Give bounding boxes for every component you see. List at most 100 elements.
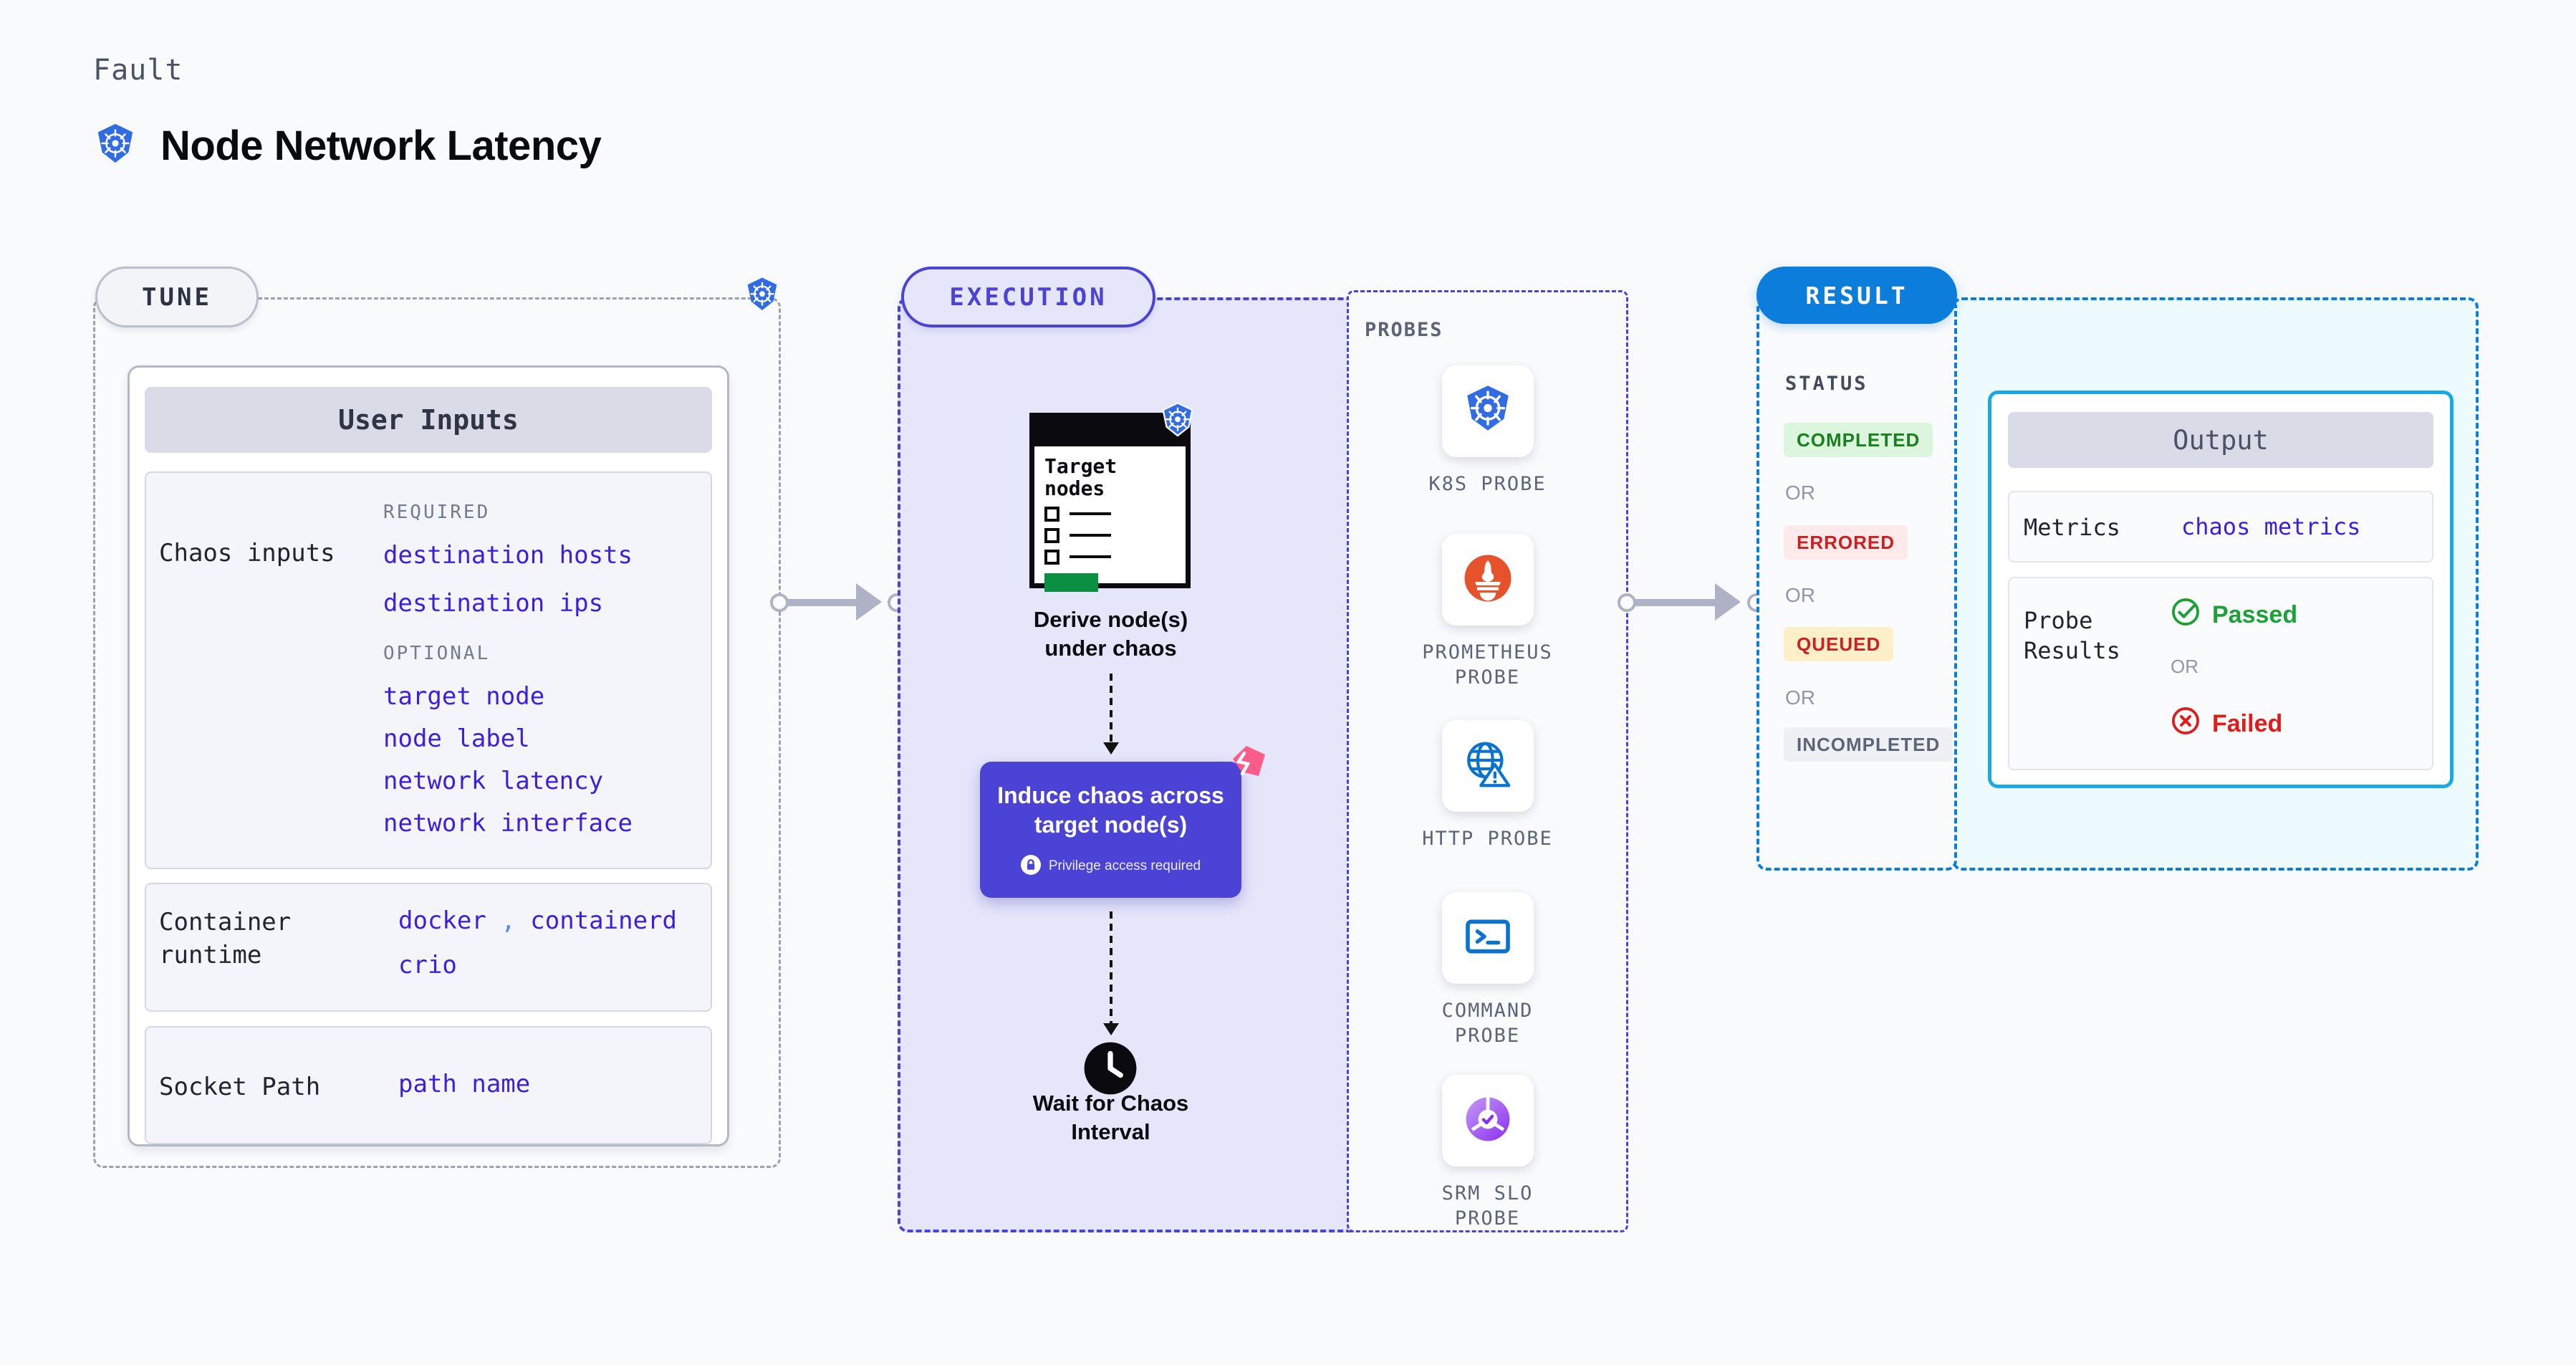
target-nodes-card: Target nodes (1029, 413, 1191, 592)
or-separator: OR (1785, 584, 1815, 606)
input-destination-hosts[interactable]: destination hosts (383, 541, 633, 570)
status-badge-errored: ERRORED (1784, 525, 1908, 560)
container-runtime-label: Container runtime (159, 908, 292, 969)
placeholder-line (1070, 534, 1111, 537)
probe-tile (1441, 365, 1534, 457)
chaos-inputs-section (145, 471, 712, 869)
fault-eyebrow-label: Fault (93, 54, 183, 87)
connector-line (1627, 599, 1727, 606)
probe-prometheus[interactable]: PROMETHEUS PROBE (1347, 534, 1628, 690)
lock-icon (1020, 854, 1041, 878)
page-title: Node Network Latency (160, 123, 602, 169)
socket-path-value[interactable]: path name (398, 1070, 531, 1098)
kubernetes-icon (1459, 381, 1517, 442)
status-badge-completed: COMPLETED (1784, 423, 1933, 457)
socket-path-section (145, 1026, 712, 1144)
result-stage-pill[interactable]: RESULT (1756, 267, 1957, 324)
container-runtime-section (145, 883, 712, 1012)
user-inputs-title: User Inputs (145, 387, 712, 453)
srm-slo-icon (1460, 1091, 1516, 1151)
probe-command[interactable]: COMMAND PROBE (1347, 892, 1628, 1048)
step-derive-nodes-label: Derive node(s) under chaos (1033, 607, 1188, 661)
flow-arrow-head (1103, 1023, 1119, 1035)
runtime-separator: , (501, 906, 516, 935)
probe-label: PROMETHEUS PROBE (1422, 641, 1553, 689)
probe-k8s[interactable]: K8S PROBE (1347, 365, 1628, 497)
input-network-interface[interactable]: network interface (383, 809, 633, 838)
induce-chaos-title: Induce chaos across target node(s) (997, 782, 1224, 838)
connector-line (779, 599, 869, 606)
input-network-latency[interactable]: network latency (383, 767, 604, 795)
terminal-icon (1460, 909, 1516, 968)
kubernetes-icon (1159, 401, 1196, 442)
or-separator: OR (1785, 686, 1815, 709)
probe-label: SRM SLO PROBE (1441, 1182, 1534, 1230)
metrics-row (2008, 491, 2433, 562)
status-badge-queued: QUEUED (1784, 627, 1894, 661)
checkbox-icon[interactable] (1044, 549, 1059, 565)
or-separator: OR (1785, 482, 1815, 504)
status-section-title: STATUS (1785, 373, 1868, 395)
input-target-node[interactable]: target node (383, 682, 545, 711)
input-destination-ips[interactable]: destination ips (383, 589, 604, 618)
metrics-label: Metrics (2024, 514, 2120, 541)
x-circle-icon (2171, 706, 2201, 742)
runtime-values-line1: docker , containerd (398, 906, 677, 935)
kubernetes-icon (93, 122, 138, 170)
connector-start-dot (770, 593, 789, 612)
privilege-note: Privilege access required (1020, 854, 1201, 878)
runtime-docker[interactable]: docker (398, 906, 486, 935)
result-panel (1756, 297, 1957, 871)
socket-path-label: Socket Path (159, 1073, 321, 1101)
probe-tile (1441, 720, 1534, 812)
probe-results-row (2008, 577, 2433, 770)
output-title: Output (2008, 412, 2433, 468)
probe-tile (1441, 534, 1534, 626)
required-heading: REQUIRED (383, 502, 491, 523)
connector-start-dot (1618, 593, 1636, 612)
prometheus-icon (1459, 550, 1517, 610)
probe-label: COMMAND PROBE (1441, 1000, 1534, 1048)
check-circle-icon (2171, 597, 2201, 633)
runtime-containerd[interactable]: containerd (530, 906, 677, 935)
probe-result-passed: Passed (2171, 597, 2297, 633)
probe-srm-slo[interactable]: SRM SLO PROBE (1347, 1075, 1628, 1231)
flow-arrow-head (1103, 742, 1119, 755)
status-badge-incompleted: INCOMPLETED (1784, 727, 1953, 762)
probe-tile (1441, 892, 1534, 984)
induce-chaos-step[interactable]: Induce chaos across target node(s) Privi… (980, 762, 1241, 898)
page-title-row: Node Network Latency (93, 122, 602, 170)
step-wait-interval-label: Wait for Chaos Interval (1032, 1091, 1189, 1144)
probe-label: HTTP PROBE (1422, 828, 1553, 850)
connector-tune-to-execution (770, 580, 906, 623)
http-globe-icon (1460, 737, 1516, 796)
clock-icon (1083, 1041, 1138, 1099)
progress-bar (1044, 573, 1098, 592)
checkbox-icon[interactable] (1044, 527, 1059, 543)
execution-stage-pill[interactable]: EXECUTION (901, 267, 1155, 327)
card-titlebar (1034, 418, 1186, 446)
probes-section-title: PROBES (1365, 319, 1443, 341)
checkbox-icon[interactable] (1044, 506, 1059, 522)
harness-logo (1220, 743, 1270, 794)
checkbox-row (1044, 527, 1186, 543)
placeholder-line (1070, 555, 1111, 559)
kubernetes-icon (744, 276, 781, 317)
input-node-label[interactable]: node label (383, 724, 530, 753)
target-nodes-title: Target nodes (1044, 454, 1118, 501)
metrics-value[interactable]: chaos metrics (2181, 513, 2361, 540)
probe-label: K8S PROBE (1428, 473, 1547, 495)
or-separator: OR (2171, 656, 2198, 677)
probe-result-failed: Failed (2171, 706, 2282, 742)
checkbox-row (1044, 549, 1186, 565)
privilege-note-text: Privilege access required (1048, 858, 1201, 874)
probe-results-label: Probe Results (2024, 607, 2120, 665)
placeholder-line (1070, 512, 1111, 516)
connector-arrowhead (1715, 583, 1741, 621)
connector-execution-to-result (1618, 580, 1772, 623)
probe-http[interactable]: HTTP PROBE (1347, 720, 1628, 851)
runtime-crio[interactable]: crio (398, 951, 457, 980)
tune-stage-pill[interactable]: TUNE (95, 267, 259, 327)
connector-arrowhead (856, 583, 882, 621)
